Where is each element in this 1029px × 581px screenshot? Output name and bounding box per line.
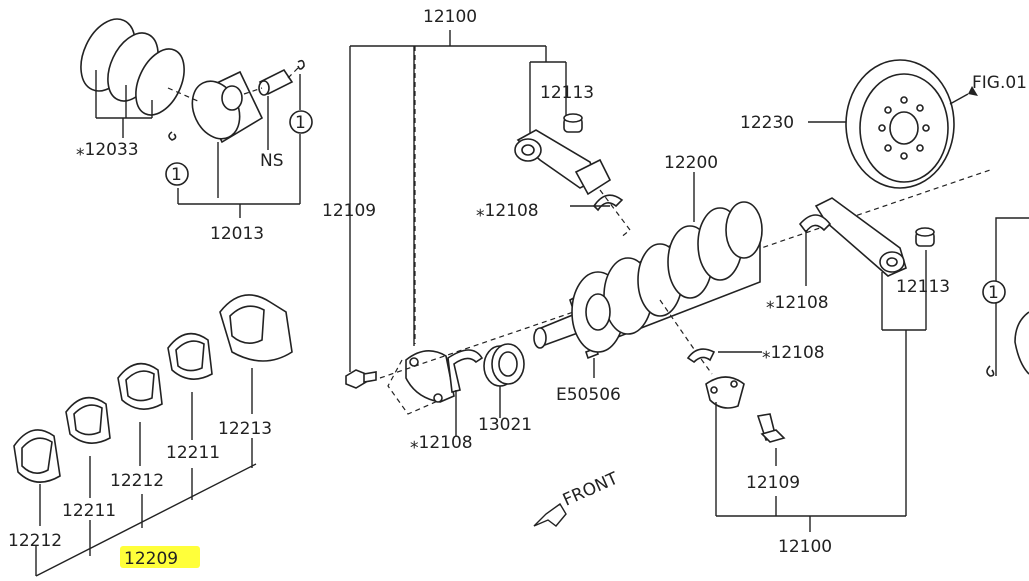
part-label-12109: 12109 [322,201,376,221]
highlight-marker [120,546,200,568]
rod-bushing [563,113,583,133]
part-label-12109: 12109 [746,473,800,493]
part-label-12013: 12013 [210,224,264,244]
crankshaft [533,201,763,353]
part-label-12108: ⁎12108 [410,433,473,453]
arrow-head-icon [968,86,978,96]
part-label-12108: ⁎12108 [766,293,829,313]
part-label-12211: 12211 [166,443,220,463]
part-label-12213: 12213 [218,419,272,439]
part-label-12212: 12212 [110,471,164,491]
part-label-12033: ⁎12033 [76,140,139,160]
piston-pin [258,68,294,96]
rod-bolt [345,369,377,389]
piston-partial [1014,311,1029,375]
part-label-12200: 12200 [664,153,718,173]
part-label-13021: 13021 [478,415,532,435]
main-bearings [13,294,293,483]
part-label-12108: ⁎12108 [476,201,539,221]
snap-ring-icon [297,59,305,70]
part-label-12100: 12100 [423,7,477,27]
front-direction-label: FRONT [560,468,622,510]
circle-note-1: 1 [988,283,999,303]
part-label-12209: 12209 [124,549,178,569]
part-label-12100: 12100 [778,537,832,557]
crank-gear [483,343,525,387]
snap-ring-icon [168,131,177,141]
part-label-12108: ⁎12108 [762,343,825,363]
rod-bearing-right-lower [686,348,716,364]
figure-reference: FIG.01 [972,73,1027,93]
flywheel [845,59,955,189]
snap-ring-icon [986,365,995,377]
piston-rings [80,18,185,116]
connecting-rod-right [798,197,907,277]
arrow-icon [949,93,969,105]
rod-cap [405,350,455,403]
connecting-rod [514,129,612,196]
part-label-ns: NS [260,151,284,171]
circle-note-1: 1 [295,113,306,133]
rod-bearing-upper [592,194,624,212]
rod-cap-right [705,376,745,409]
front-arrow-icon [533,502,567,527]
part-label-e50506: E50506 [556,385,621,405]
piston [191,70,264,144]
part-label-12230: 12230 [740,113,794,133]
part-label-12212: 12212 [8,531,62,551]
part-label-12113: 12113 [896,277,950,297]
part-label-12211: 12211 [62,501,116,521]
rod-bushing-right [915,227,935,247]
circle-note-1: 1 [171,165,182,185]
part-label-12113: 12113 [540,83,594,103]
rod-bolt-right [756,413,786,443]
rod-bearing-lower [447,349,484,393]
